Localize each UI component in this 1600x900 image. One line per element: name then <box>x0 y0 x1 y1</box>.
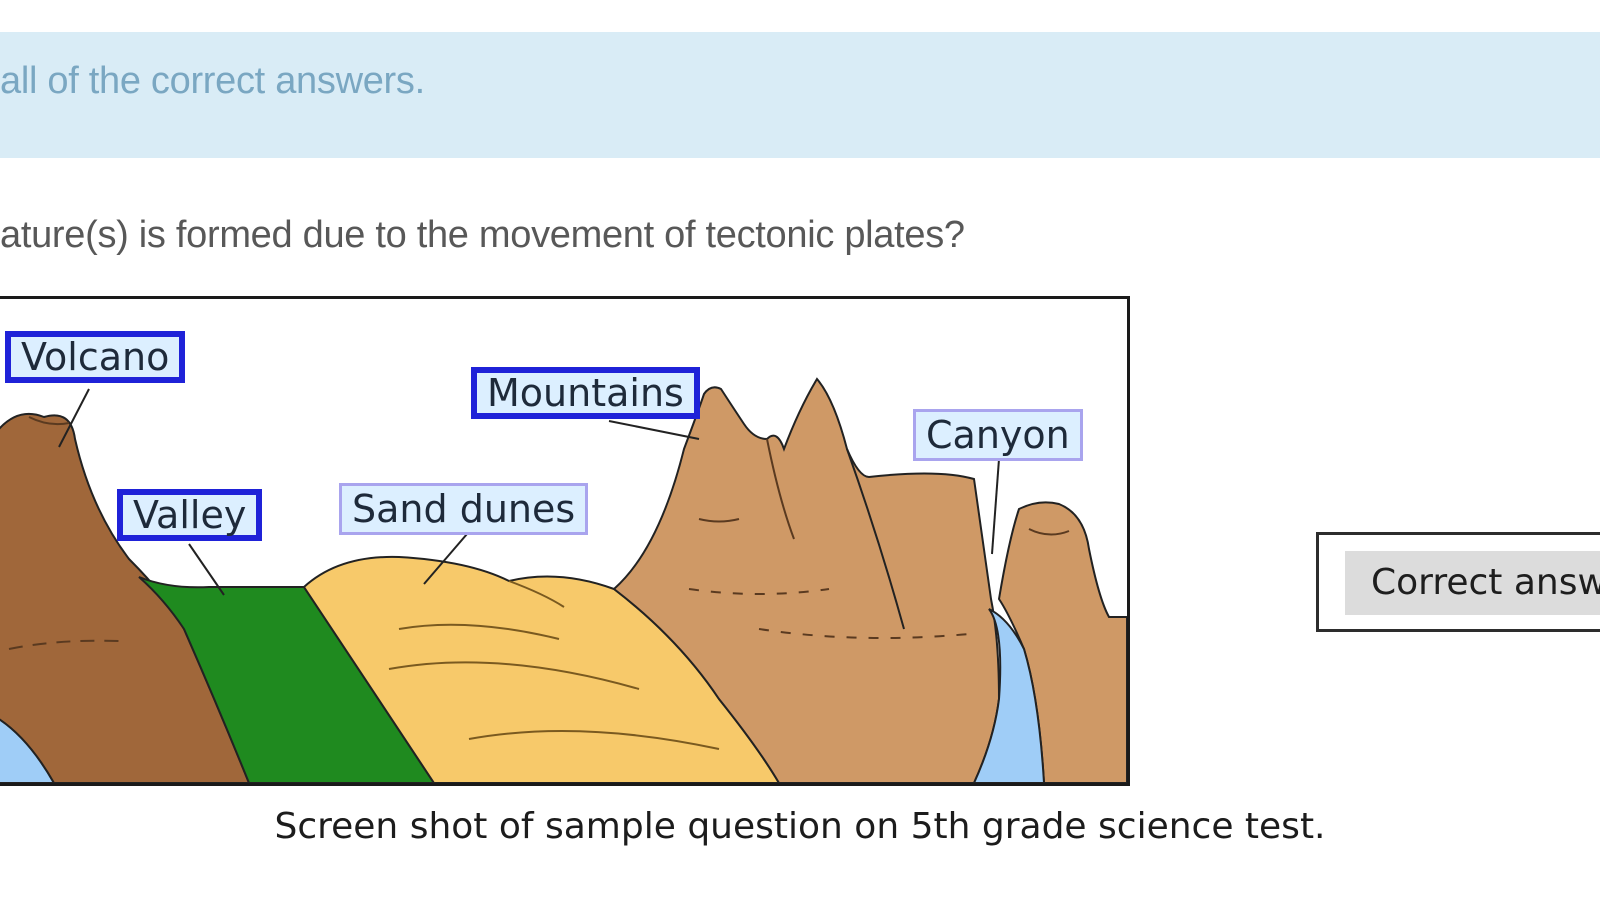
label-sand-dunes[interactable]: Sand dunes <box>339 483 589 535</box>
label-volcano[interactable]: Volcano <box>5 331 186 383</box>
landscape-illustration <box>0 377 1127 783</box>
label-canyon[interactable]: Canyon <box>913 409 1083 461</box>
instruction-banner <box>0 32 1600 158</box>
question-text: ature(s) is formed due to the movement o… <box>0 214 965 256</box>
instruction-text: all of the correct answers. <box>0 60 425 102</box>
figure-caption: Screen shot of sample question on 5th gr… <box>274 806 1326 847</box>
valley-shape <box>138 576 436 783</box>
canyon-river <box>972 608 1046 783</box>
correct-answer-button[interactable]: Correct answ <box>1345 551 1600 615</box>
label-mountains[interactable]: Mountains <box>471 367 700 419</box>
label-valley[interactable]: Valley <box>117 489 263 541</box>
volcano-shape <box>0 413 251 783</box>
correct-answer-panel: Correct answ <box>1316 532 1600 632</box>
landform-diagram: Volcano Valley Sand dunes Mountains Cany… <box>0 296 1130 786</box>
